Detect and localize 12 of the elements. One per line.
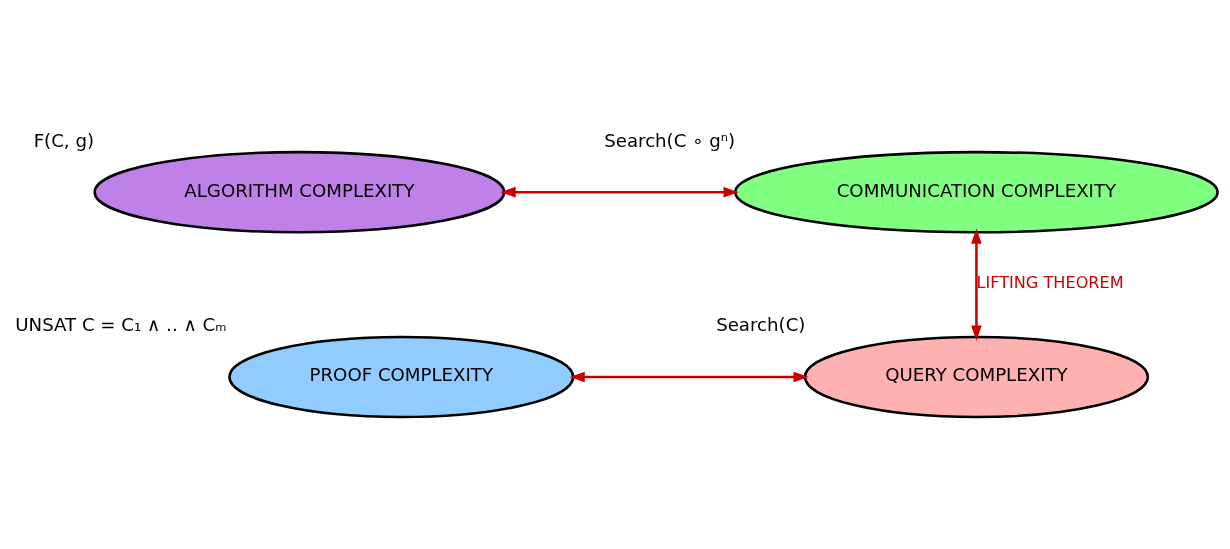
edge-label: LIFTING THEOREM — [976, 273, 1124, 293]
node-label: Search(C ∘ gⁿ) — [604, 129, 736, 151]
arrow — [569, 371, 809, 383]
node-label: UNSAT C = C₁ ∧ .. ∧ Cₘ — [15, 314, 227, 336]
node-ellipse: COMMUNICATION COMPLEXITY — [734, 150, 1219, 234]
arrow — [971, 228, 982, 341]
node-label: Search(C) — [716, 314, 806, 336]
arrow — [500, 186, 739, 198]
node-label: F(C, g) — [33, 129, 95, 151]
node-ellipse: QUERY COMPLEXITY — [803, 335, 1150, 419]
node-ellipse: ALGORITHM COMPLEXITY — [93, 150, 506, 234]
node-ellipse: PROOF COMPLEXITY — [228, 335, 575, 419]
